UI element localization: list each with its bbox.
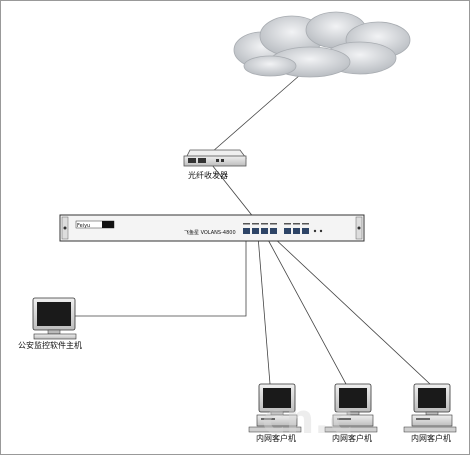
client-pc-1-icon bbox=[248, 383, 302, 433]
rack-router bbox=[59, 214, 365, 242]
client-pc-3-label: 内网客户机 bbox=[411, 433, 451, 443]
transceiver-label: 光纤收发器 bbox=[188, 170, 228, 180]
client-pc-2-icon bbox=[324, 383, 378, 433]
link-router-client-3 bbox=[271, 235, 431, 385]
police-pc-monitor-icon bbox=[32, 297, 77, 340]
internet-cloud bbox=[233, 11, 411, 78]
link-router-client-1 bbox=[257, 235, 271, 385]
link-router-police-pc bbox=[75, 238, 247, 317]
router-model-text: 飞鱼星 VOLANS-4800 bbox=[184, 229, 236, 236]
watermark-text: cn.c bbox=[262, 397, 353, 443]
router-brand-text: Feiyu bbox=[77, 223, 90, 229]
link-router-client-2 bbox=[265, 235, 347, 385]
router-ports bbox=[243, 228, 323, 234]
port-labels bbox=[243, 223, 309, 225]
client-pc-1-label: 内网客户机 bbox=[256, 433, 296, 443]
client-pc-3-icon bbox=[403, 383, 457, 433]
fiber-transceiver bbox=[183, 149, 247, 167]
link-cloud-transceiver bbox=[211, 74, 301, 153]
client-pc-2-label: 内网客户机 bbox=[332, 433, 372, 443]
police-pc-label: 公安监控软件主机 bbox=[18, 340, 82, 350]
